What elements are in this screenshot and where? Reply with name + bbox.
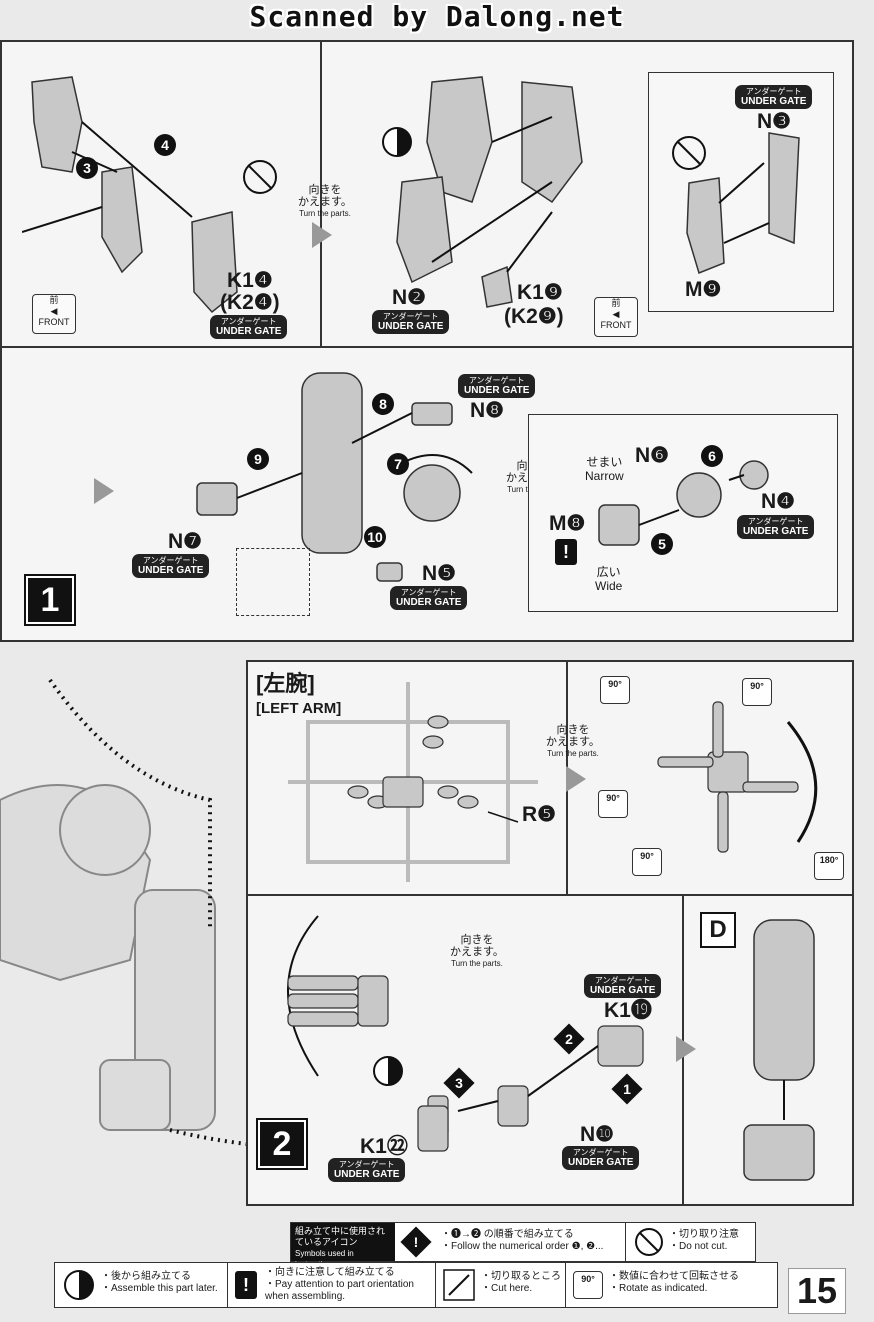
left-arm-title-jp: [左腕] bbox=[256, 671, 315, 696]
label-n4: N❹ bbox=[761, 490, 795, 513]
next-arrow bbox=[566, 766, 586, 792]
step-8-badge: 8 bbox=[372, 393, 394, 415]
next-arrow bbox=[676, 1036, 696, 1062]
legend-orient: ・向きに注意して組み立てる・Pay attention to part orie… bbox=[265, 1267, 414, 1302]
label-m8: M❽ bbox=[549, 512, 586, 535]
step-5-badge: 5 bbox=[651, 533, 673, 555]
step-9-badge: 9 bbox=[247, 448, 269, 470]
next-arrow bbox=[94, 478, 114, 504]
cut-here-icon bbox=[443, 1269, 475, 1301]
step-7-badge: 7 bbox=[387, 453, 409, 475]
order-icon: ! bbox=[400, 1226, 432, 1258]
step-marker-1: 1 bbox=[24, 574, 76, 626]
label-n6: N❻ bbox=[635, 444, 669, 467]
runner-drawing bbox=[288, 682, 538, 882]
rotate-90-icon: 90° bbox=[742, 678, 772, 706]
legend-later: ・後から組み立てる・Assemble this part later. bbox=[101, 1271, 218, 1294]
label-m9: M❾ bbox=[685, 278, 722, 301]
legend-bottom: ・後から組み立てる・Assemble this part later. ! ・向… bbox=[54, 1262, 778, 1308]
label-n7: N❼ bbox=[168, 530, 202, 553]
assembled-arm-illustration bbox=[0, 678, 256, 1147]
rotate-90-icon: 90° bbox=[598, 790, 628, 818]
forearm-complete-drawing bbox=[743, 919, 815, 1181]
label-n2: N❷ bbox=[392, 286, 426, 309]
label-n5: N❺ bbox=[422, 562, 456, 585]
detail-callout bbox=[236, 548, 310, 616]
step-3-badge: 3 bbox=[76, 157, 98, 179]
next-arrow bbox=[312, 222, 332, 248]
legend-care: ・切り取り注意・Do not cut. bbox=[669, 1229, 739, 1252]
step-marker-2: 2 bbox=[256, 1118, 308, 1170]
shoulder-assembly-drawing bbox=[382, 76, 583, 308]
page-number: 15 bbox=[788, 1268, 846, 1314]
turn-parts-note: 向きをかえます。Turn the parts. bbox=[546, 724, 600, 758]
label-k1-9: K1❾ bbox=[517, 281, 563, 304]
label-n10: N❿ bbox=[580, 1123, 614, 1146]
runner-label: R❺ bbox=[522, 803, 556, 826]
label-k1-4: K1❹ bbox=[227, 269, 273, 292]
step-2-badge: 2 bbox=[553, 1023, 585, 1055]
step-6-badge: 6 bbox=[701, 445, 723, 467]
legend-rotate: ・数値に合わせて回転させる・Rotate as indicated. bbox=[609, 1271, 739, 1294]
scan-credit: Scanned by Dalong.net bbox=[249, 0, 625, 33]
orientation-icon: ! bbox=[555, 539, 577, 565]
rotate-90-icon: 90° bbox=[632, 848, 662, 876]
step-3-badge: 3 bbox=[443, 1067, 475, 1099]
legend-order: ・❶→❷ の順番で組み立てる・Follow the numerical orde… bbox=[441, 1229, 604, 1252]
body-parts-drawing bbox=[22, 76, 277, 314]
divider bbox=[320, 42, 322, 348]
turn-parts-note: 向きをかえます。Turn the parts. bbox=[298, 184, 352, 218]
legend-cut: ・切り取るところ・Cut here. bbox=[481, 1271, 561, 1294]
rotate-180-icon: 180° bbox=[814, 852, 844, 880]
assemble-later-icon bbox=[64, 1270, 94, 1300]
turn-parts-note: 向きをかえます。Turn the parts. bbox=[450, 934, 504, 968]
label-n3: N❸ bbox=[757, 110, 791, 133]
label-n8: N❽ bbox=[470, 399, 504, 422]
front-indicator: 前◀FRONT bbox=[32, 294, 76, 334]
label-k1-19: K1⓳ bbox=[604, 999, 652, 1022]
hand-frame-drawing bbox=[657, 701, 818, 853]
label-k2-4: (K2❹) bbox=[220, 291, 280, 314]
hand-assembly-drawing bbox=[287, 915, 644, 1152]
panel-left-arm: [左腕] [LEFT ARM] R❺ 向きをかえます。Turn the part… bbox=[246, 660, 854, 896]
front-indicator: 前◀FRONT bbox=[594, 297, 638, 337]
forearm-assembly-drawing bbox=[196, 372, 473, 582]
sub-step-label: D bbox=[700, 912, 736, 948]
orientation-icon: ! bbox=[235, 1271, 257, 1299]
rotate-icon: 90° bbox=[573, 1271, 603, 1299]
step-10-badge: 10 bbox=[364, 526, 386, 548]
label-k1-22: K1㉒ bbox=[360, 1135, 408, 1158]
step-1-badge: 1 bbox=[611, 1073, 643, 1105]
label-k2-9: (K2❾) bbox=[504, 305, 564, 328]
left-arm-title-en: [LEFT ARM] bbox=[256, 700, 342, 717]
step-4-badge: 4 bbox=[154, 134, 176, 156]
do-not-cut-icon bbox=[635, 1228, 663, 1256]
rotate-90-icon: 90° bbox=[600, 676, 630, 704]
